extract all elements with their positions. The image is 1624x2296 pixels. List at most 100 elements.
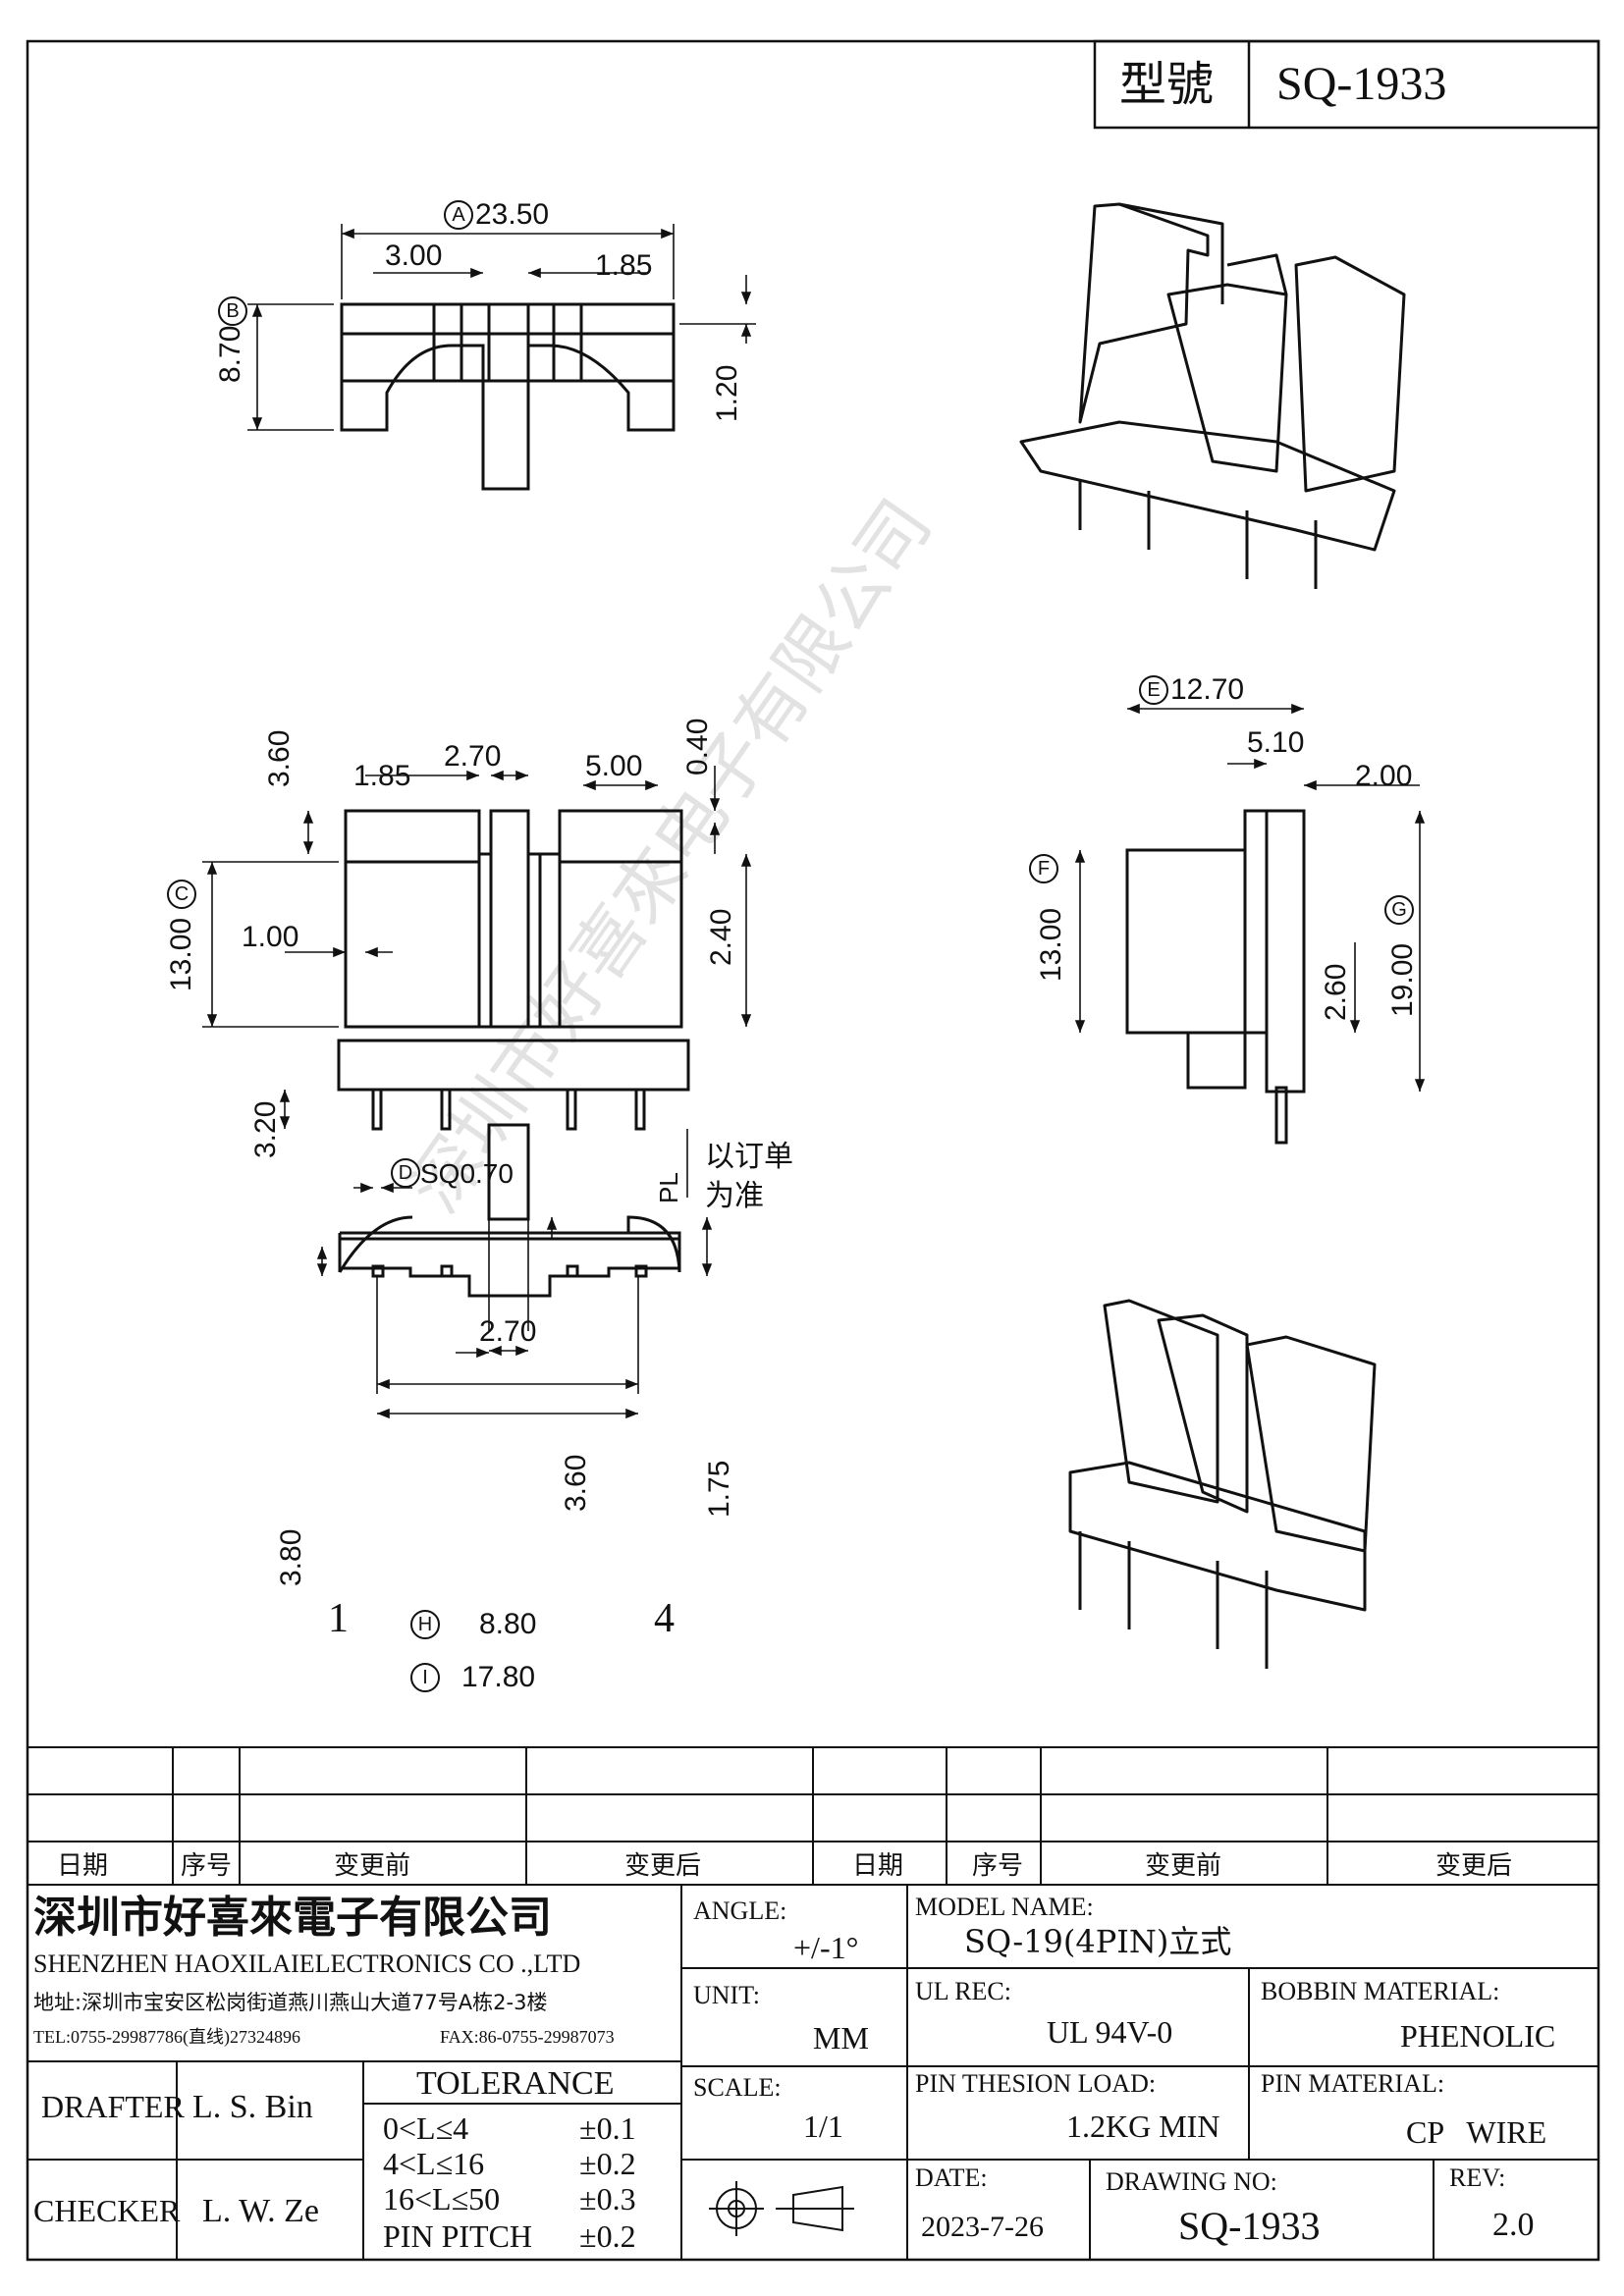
iso-view-bottom [1068, 1299, 1377, 1669]
pin-material-value: CP WIRE [1406, 2114, 1547, 2150]
ref-d-badge: D [391, 1158, 420, 1188]
bottom-d2: 3.60 [560, 1454, 592, 1512]
tolerance-title: TOLERANCE [416, 2065, 615, 2102]
ref-i-badge: I [410, 1663, 440, 1692]
side-view [1125, 809, 1306, 1145]
rev-header-seq-2: 序号 [972, 1851, 1024, 1881]
company-fax: FAX:86-0755-29987073 [440, 2027, 615, 2047]
unit-label: UNIT: [693, 1981, 761, 2009]
top-left-gap: 3.00 [385, 240, 443, 272]
ul-label: UL REC: [915, 1977, 1011, 2005]
rev-header-date-2: 日期 [852, 1851, 904, 1881]
model-name-label: MODEL NAME: [915, 1893, 1094, 1921]
bottom-view-dims [316, 1125, 713, 1419]
front-pin-sq: SQ0.70 [420, 1158, 514, 1189]
top-height: 8.70 [214, 325, 246, 383]
rev-value: 2.0 [1492, 2207, 1535, 2243]
model-value: SQ-1933 [1276, 58, 1447, 110]
sheet-border [26, 39, 1600, 2262]
ref-a-badge: A [444, 200, 473, 230]
tol-range-3: 16<L≤50 [383, 2181, 501, 2216]
rev-header-before-1: 变更前 [334, 1851, 411, 1881]
side-total: 19.00 [1386, 942, 1419, 1017]
pin-material-label: PIN MATERIAL: [1261, 2069, 1445, 2098]
front-d6: 1.00 [242, 921, 299, 953]
company-name-cn: 深圳市好喜來電子有限公司 [33, 1893, 552, 1943]
ref-e-badge: E [1139, 675, 1168, 705]
bottom-span: 17.80 [461, 1661, 536, 1693]
front-height: 13.00 [165, 917, 197, 991]
side-view-dims [1074, 703, 1426, 1092]
ref-c-badge: C [167, 880, 196, 909]
ref-g-badge: G [1384, 895, 1414, 925]
drafter-name: L. S. Bin [192, 2089, 313, 2125]
tol-value-2: ±0.2 [579, 2146, 636, 2181]
rev-header-date-1: 日期 [57, 1851, 109, 1881]
side-d1: 5.10 [1247, 726, 1305, 759]
front-d1: 3.60 [263, 729, 296, 787]
side-d3: 2.60 [1320, 963, 1352, 1021]
drafter-label: DRAFTER [41, 2089, 185, 2124]
tol-value-1: ±0.1 [579, 2110, 636, 2146]
ref-b-badge: B [218, 296, 247, 326]
model-label: 型號 [1119, 57, 1215, 112]
ref-h-badge: H [410, 1610, 440, 1639]
tol-range-2: 4<L≤16 [383, 2146, 485, 2181]
bottom-d1: 2.70 [479, 1315, 537, 1348]
tol-value-3: ±0.3 [579, 2181, 636, 2216]
side-width: 12.70 [1170, 673, 1245, 706]
date-label: DATE: [915, 2163, 988, 2192]
rev-header-seq-1: 序号 [181, 1851, 233, 1881]
angle-value: +/-1° [793, 1930, 859, 1965]
front-d3: 2.70 [444, 740, 502, 773]
front-view [337, 809, 690, 1131]
front-d4: 5.00 [585, 750, 643, 782]
top-rim: 1.20 [711, 364, 743, 422]
bottom-pitch: 8.80 [479, 1608, 537, 1640]
top-view [340, 302, 676, 491]
bottom-d3: 1.75 [703, 1460, 735, 1518]
drawing-no-value: SQ-1933 [1178, 2204, 1321, 2248]
projection-symbol [709, 2181, 854, 2236]
front-note-1: 以订单 [705, 1140, 793, 1174]
unit-value: MM [813, 2020, 869, 2056]
pin-4-label: 4 [654, 1596, 675, 1641]
iso-view-top [1019, 202, 1406, 589]
ref-f-badge: F [1029, 854, 1058, 883]
scale-label: SCALE: [693, 2073, 782, 2102]
rev-header-after-2: 变更后 [1435, 1851, 1513, 1881]
checker-name: L. W. Ze [202, 2193, 319, 2229]
bottom-d4: 3.80 [275, 1528, 307, 1586]
angle-label: ANGLE: [693, 1896, 787, 1925]
top-overall-width: 23.50 [475, 198, 550, 231]
rev-header-before-2: 变更前 [1145, 1851, 1222, 1881]
front-view-dims [202, 766, 752, 1198]
bobbin-value: PHENOLIC [1400, 2018, 1556, 2054]
pin-load-value: 1.2KG MIN [1066, 2109, 1220, 2144]
side-height: 13.00 [1035, 907, 1067, 982]
company-tel: TEL:0755-29987786(直线)27324896 [33, 2027, 300, 2047]
top-right-gap: 1.85 [595, 249, 653, 282]
front-pin-len: 3.20 [249, 1100, 282, 1158]
front-d7: 2.40 [705, 908, 737, 966]
company-address: 地址:深圳市宝安区松岗街道燕川燕山大道77号A栋2-3楼 [33, 1991, 548, 2014]
model-name-value: SQ-19(4PIN)立式 [964, 1923, 1232, 1960]
pin-1-label: 1 [328, 1596, 349, 1641]
front-pl: PL [654, 1172, 683, 1203]
tol-range-4: PIN PITCH [383, 2218, 533, 2254]
rev-header-after-1: 变更后 [624, 1851, 702, 1881]
checker-label: CHECKER [33, 2193, 181, 2228]
bobbin-label: BOBBIN MATERIAL: [1261, 1977, 1500, 2005]
front-note-2: 为准 [705, 1179, 764, 1213]
rev-label: REV: [1449, 2163, 1506, 2192]
side-d2: 2.00 [1355, 760, 1413, 792]
top-title-block [1093, 39, 1600, 130]
tol-range-1: 0<L≤4 [383, 2110, 469, 2146]
front-d5: 0.40 [681, 718, 714, 775]
pin-load-label: PIN THESION LOAD: [915, 2069, 1157, 2098]
title-block-grid [27, 1746, 1598, 2260]
scale-value: 1/1 [803, 2109, 843, 2144]
date-value: 2023-7-26 [921, 2211, 1044, 2243]
